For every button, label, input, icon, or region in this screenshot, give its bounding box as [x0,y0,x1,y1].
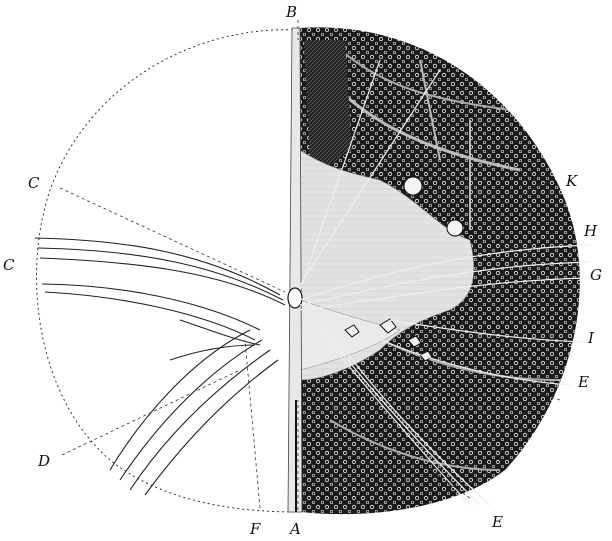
label-E-right: E [577,373,589,391]
label-E-lower: E [491,513,503,531]
posterior-horn-striation [304,40,352,165]
label-C-upper: C [28,174,40,192]
label-F: F [249,520,261,538]
nerve-roots-left [35,238,285,495]
label-D: D [37,452,50,470]
label-H: H [583,222,598,240]
label-B: B [285,3,297,21]
central-canal [288,288,302,308]
label-A: A [288,520,301,538]
label-G: G [590,266,602,284]
label-K: K [565,172,578,190]
label-I: I [587,329,595,347]
label-C-left: C [3,256,15,274]
left-half-dotted-outline [37,30,299,512]
